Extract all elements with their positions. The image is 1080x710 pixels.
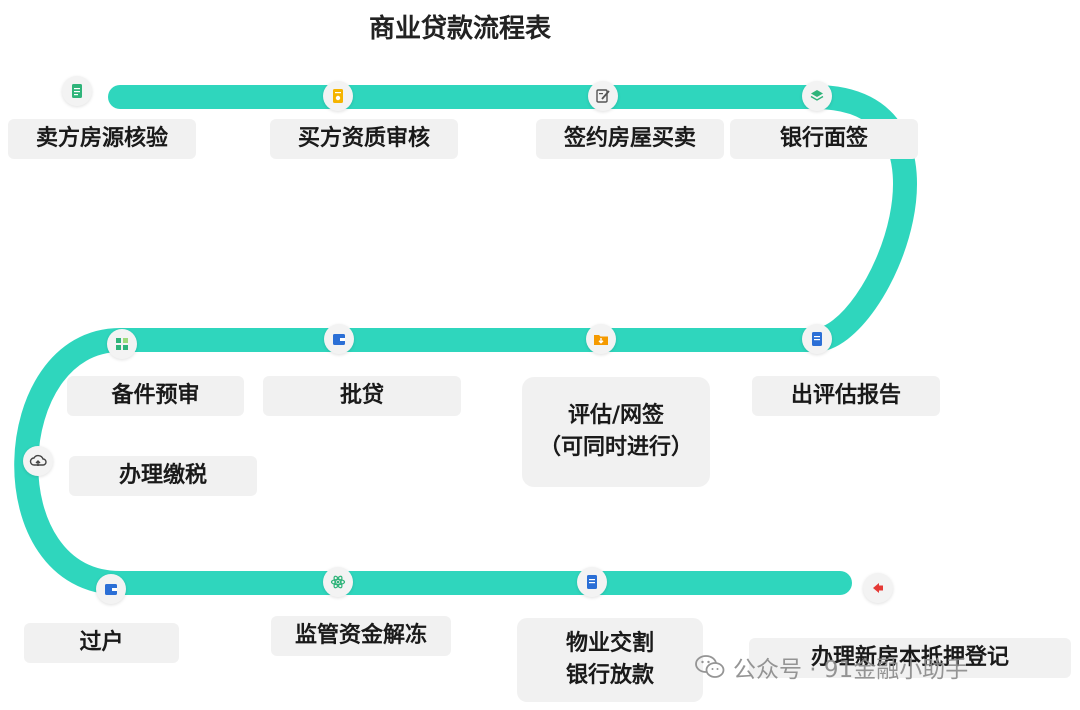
step-node-11: [323, 567, 353, 597]
step-node-2: [323, 81, 353, 111]
certificate-icon: [333, 89, 343, 103]
folder-download-icon: [594, 335, 608, 345]
track-path: [14, 85, 917, 595]
watermark-text: 公众号 · 91金融小助手: [733, 657, 969, 683]
step-node-10: [96, 574, 126, 604]
step-node-13: [863, 573, 893, 603]
step-node-7: [324, 324, 354, 354]
step-label-11: 监管资金解冻: [271, 616, 451, 656]
step-label-4: 银行面签: [730, 119, 918, 159]
page-title: 商业贷款流程表: [368, 14, 551, 44]
step-label-7: 批贷: [263, 376, 461, 416]
wallet-icon: [333, 334, 345, 345]
step-label-9: 办理缴税: [69, 456, 257, 496]
step-label-12: 物业交割 银行放款: [517, 618, 703, 702]
document-icon: [72, 84, 82, 98]
step-node-9: [23, 446, 53, 476]
flag-icon: [873, 583, 883, 593]
contract-sign-icon: [596, 89, 610, 103]
atom-icon: [330, 575, 346, 589]
step-node-4: [802, 81, 832, 111]
step-node-5: [802, 324, 832, 354]
track-arrow-tip: [830, 571, 852, 595]
step-node-3: [588, 81, 618, 111]
wallet-icon: [105, 584, 117, 595]
wechat-icon: [695, 655, 725, 678]
watermark: 公众号 · 91金融小助手: [695, 650, 968, 684]
report-icon: [812, 332, 822, 346]
step-label-13: 办理新房本抵押登记: [749, 638, 1071, 678]
step-label-2: 买方资质审核: [270, 119, 458, 159]
step-label-8: 备件预审: [67, 376, 244, 416]
step-node-6: [586, 324, 616, 354]
step-node-12: [577, 567, 607, 597]
cloud-upload-icon: [29, 454, 47, 466]
step-node-1: [62, 76, 92, 106]
step-node-8: [107, 329, 137, 359]
step-label-10: 过户: [24, 623, 179, 663]
step-label-5: 出评估报告: [752, 376, 940, 416]
step-label-3: 签约房屋买卖: [536, 119, 724, 159]
report-icon: [587, 575, 597, 589]
layers-icon: [810, 90, 824, 101]
step-label-6: 评估/网签 （可同时进行）: [522, 377, 710, 487]
apps-grid-icon: [116, 338, 128, 350]
step-label-1: 卖方房源核验: [8, 119, 196, 159]
